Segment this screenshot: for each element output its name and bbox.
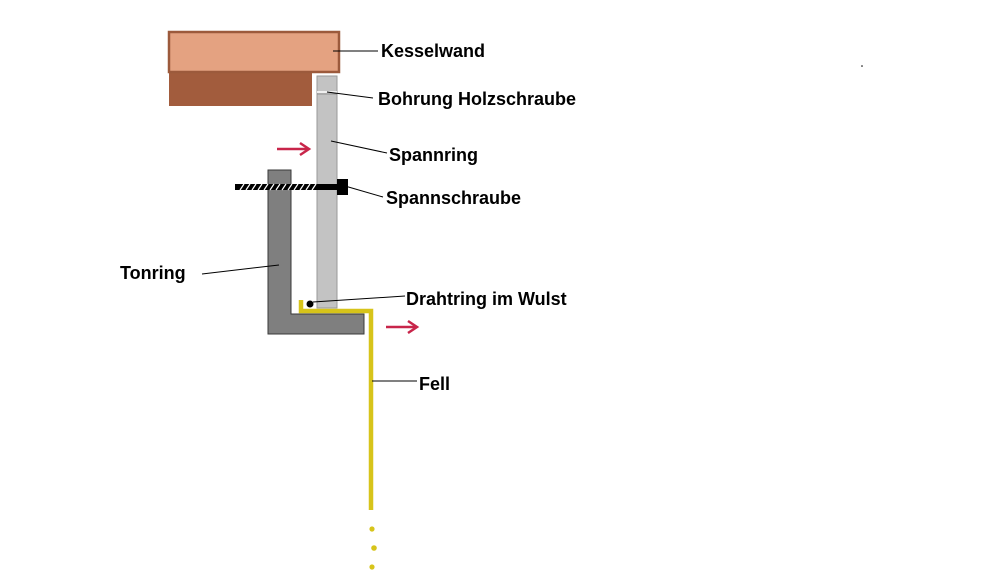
arrow-right-icon: [277, 141, 312, 157]
leader-lines: [201, 50, 417, 382]
spannring-shape: [316, 75, 338, 309]
label-spannschraube: Spannschraube: [386, 188, 521, 208]
label-drahtring-im-wulst: Drahtring im Wulst: [406, 289, 567, 309]
kesselwand-lower: [169, 71, 312, 106]
label-spannring: Spannring: [389, 145, 478, 165]
kesselwand-upper: [167, 30, 341, 74]
stray-dot: [861, 65, 863, 67]
fell-shape: [298, 300, 377, 570]
arrow-right-icon: [386, 319, 420, 335]
label-tonring: Tonring: [120, 263, 186, 283]
kesselwand-shape: [167, 30, 341, 106]
label-bohrung-holzschraube: Bohrung Holzschraube: [378, 89, 576, 109]
label-kesselwand: Kesselwand: [381, 41, 485, 61]
spannschraube-shape: [235, 179, 348, 195]
drahtring-shape: [306, 300, 314, 308]
label-fell: Fell: [419, 374, 450, 394]
